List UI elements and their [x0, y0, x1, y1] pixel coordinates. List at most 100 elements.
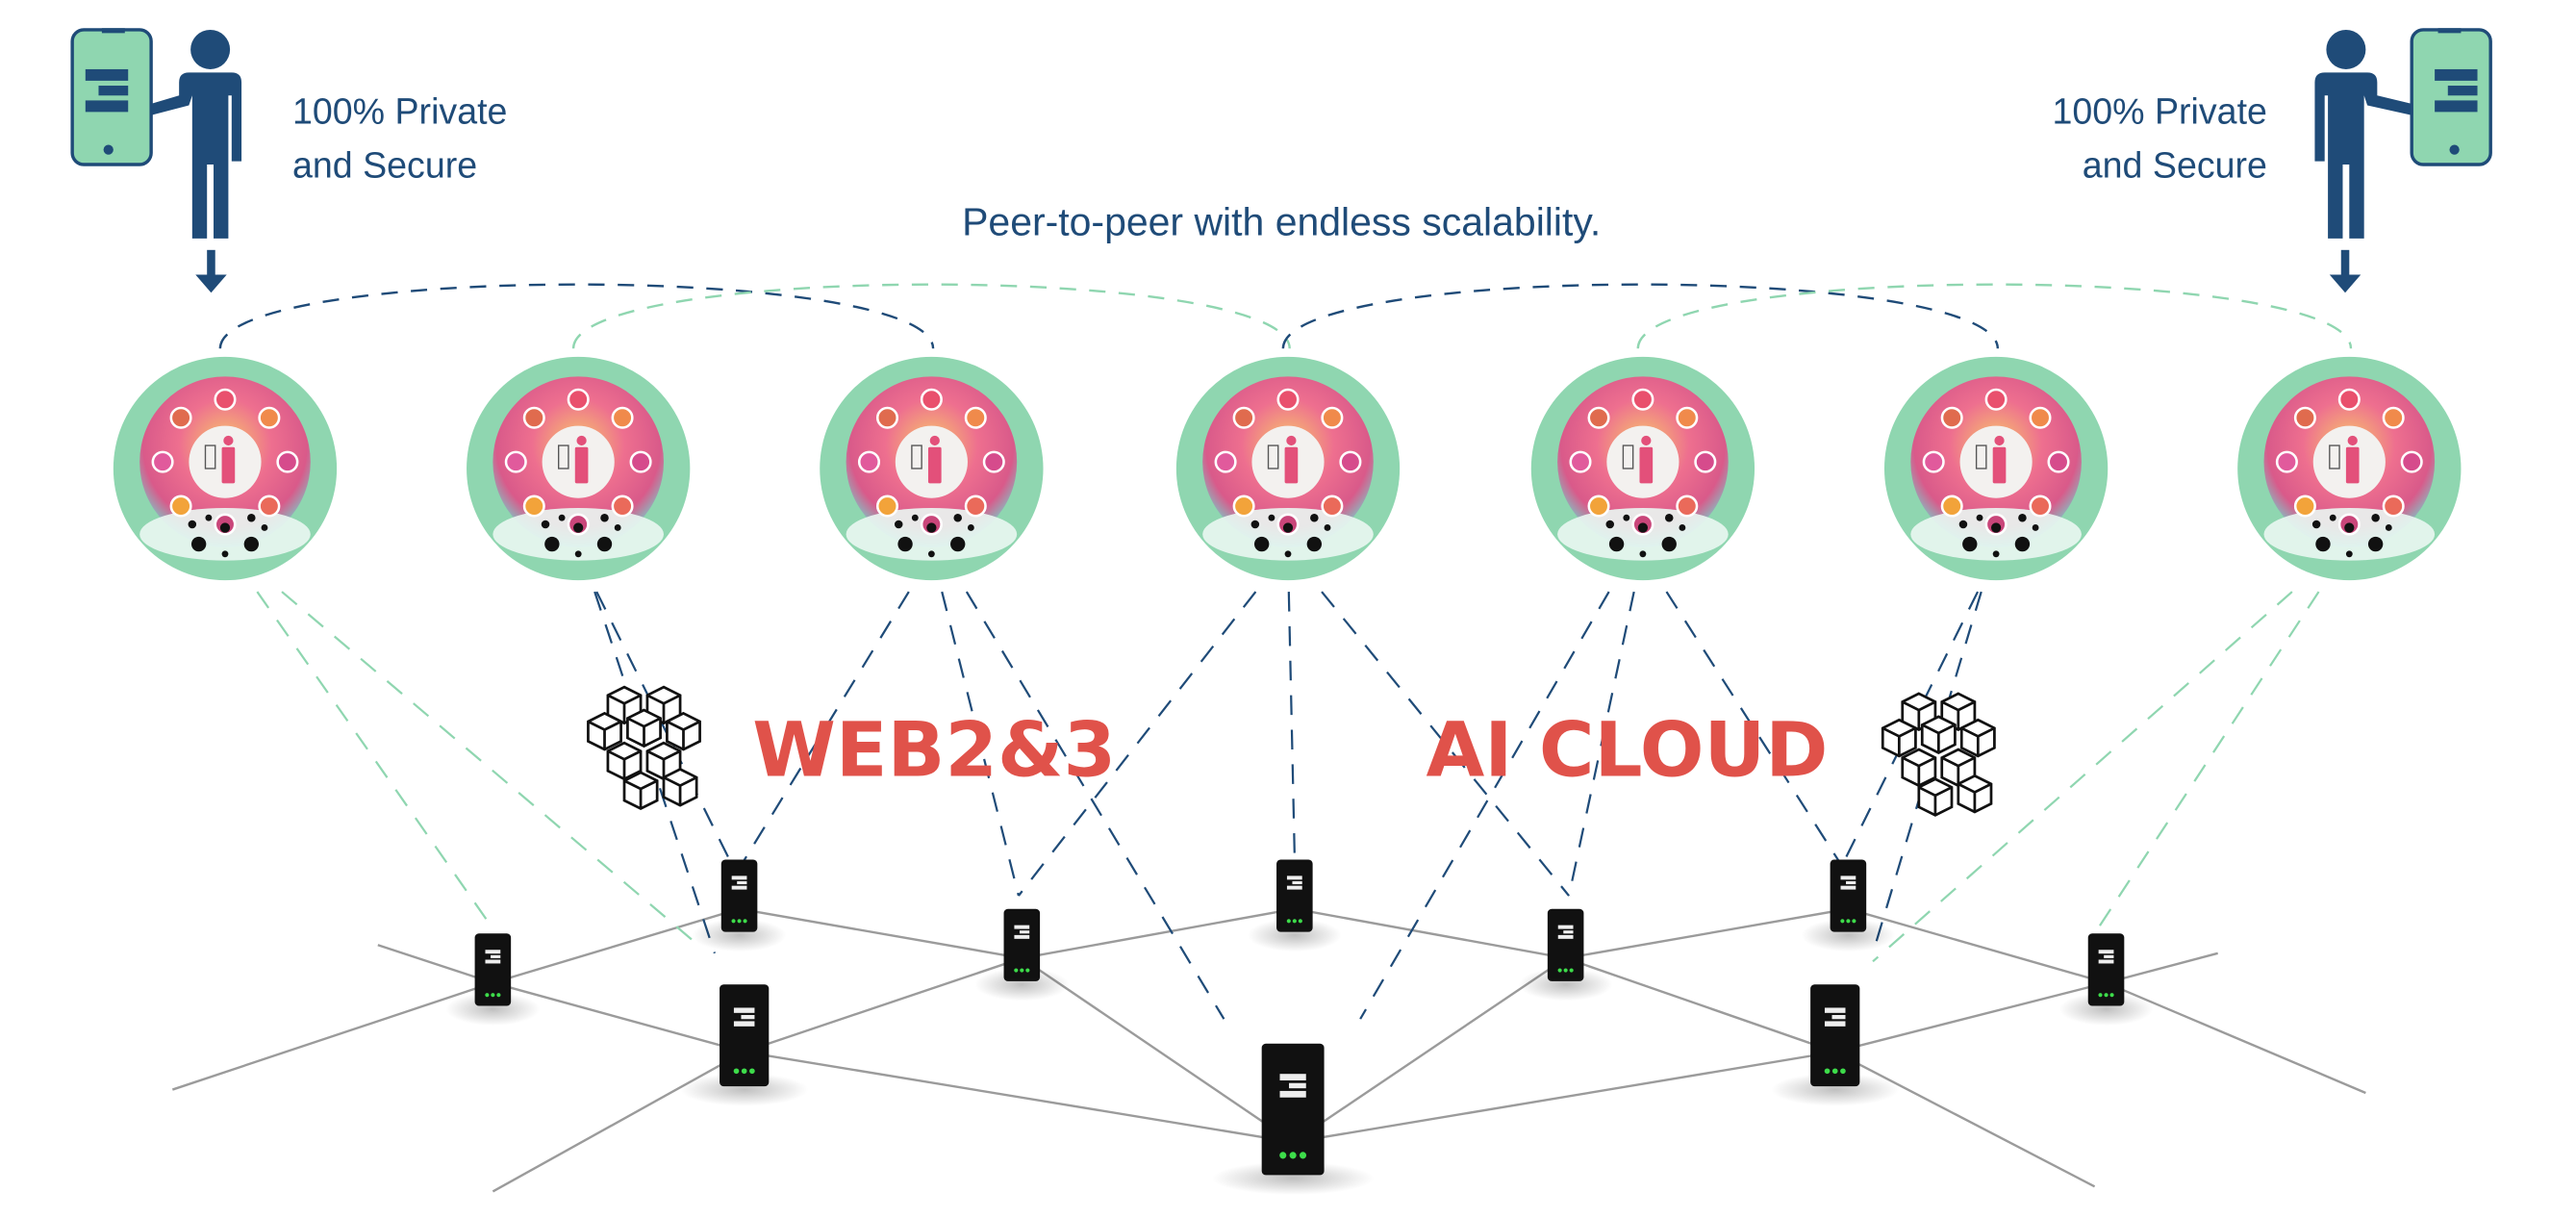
- cubes-icon-left: [587, 685, 701, 810]
- network-dot: [897, 536, 913, 552]
- app-icon: [629, 450, 652, 473]
- network-dot: [1310, 513, 1319, 522]
- server-shadow: [445, 992, 541, 1026]
- dashed-link: [1287, 592, 1296, 855]
- mesh-link: [1834, 981, 2107, 1053]
- network-dot: [1637, 522, 1649, 533]
- app-icon: [276, 450, 299, 473]
- app-icon: [1339, 450, 1362, 473]
- dashed-link: [1321, 591, 1570, 897]
- server-logo: [2104, 954, 2114, 958]
- person-body: [2345, 446, 2360, 484]
- network-dot: [1268, 514, 1275, 521]
- status-led: [731, 919, 736, 924]
- server-shadow: [692, 918, 787, 952]
- app-icon: [567, 388, 590, 411]
- dashed-link: [2093, 591, 2320, 934]
- right-user-icon: [2314, 28, 2492, 293]
- person-head: [223, 435, 234, 446]
- network-dot: [967, 524, 974, 531]
- server-body: [1003, 908, 1041, 981]
- app-icon: [1922, 450, 1945, 473]
- network-dot: [221, 550, 229, 558]
- cubes-icon-right: [1881, 692, 1996, 817]
- server-logo: [485, 959, 501, 964]
- network-dot: [2315, 536, 2331, 552]
- phone-glyph: [1267, 444, 1279, 469]
- network-dot: [2014, 536, 2031, 552]
- app-icon: [1569, 450, 1592, 473]
- server-body: [1830, 859, 1867, 932]
- network-dot: [1282, 522, 1294, 533]
- app-icon: [1587, 495, 1610, 518]
- network-dot: [927, 550, 935, 558]
- server-logo: [1846, 880, 1856, 885]
- network-dot: [950, 536, 966, 552]
- server-logo: [485, 950, 501, 954]
- app-icon: [964, 495, 987, 518]
- phone-glyph: [204, 444, 216, 469]
- server-box-icon: [1211, 1043, 1375, 1195]
- status-led: [749, 1068, 755, 1075]
- status-led: [1840, 919, 1845, 924]
- server-logo: [733, 1007, 755, 1013]
- server-shadow: [1771, 1073, 1900, 1106]
- network-dot: [219, 522, 231, 533]
- person-head: [576, 435, 587, 446]
- status-led: [2109, 993, 2114, 998]
- network-dot: [2032, 524, 2039, 531]
- app-icon: [2337, 388, 2361, 411]
- network-dot: [1962, 536, 1978, 552]
- server-shadow: [2058, 992, 2154, 1026]
- network-dot: [2385, 524, 2392, 531]
- status-led: [1286, 919, 1291, 924]
- app-icon: [2382, 406, 2405, 429]
- server-logo: [491, 954, 501, 958]
- app-icon: [2382, 495, 2405, 518]
- mesh-link: [377, 944, 493, 984]
- app-icon: [1984, 388, 2008, 411]
- status-led: [1824, 1068, 1831, 1075]
- server-logo: [1840, 875, 1856, 880]
- network-dot: [541, 520, 550, 529]
- network-dot: [1679, 524, 1686, 531]
- app-icon: [1321, 495, 1344, 518]
- app-icon: [2293, 495, 2316, 518]
- server-logo: [1831, 1014, 1846, 1020]
- status-led: [2104, 993, 2109, 998]
- server-logo: [731, 885, 747, 890]
- app-icon: [1321, 406, 1344, 429]
- server-body: [1810, 984, 1860, 1087]
- server-box-icon: [445, 933, 541, 1026]
- status-led: [1299, 1152, 1307, 1159]
- left-privacy-line2: and Secure: [292, 145, 477, 186]
- mesh-link: [2106, 952, 2218, 984]
- network-dot: [1605, 520, 1615, 529]
- server-body: [2087, 933, 2125, 1006]
- app-icon: [2400, 450, 2423, 473]
- app-icon: [982, 450, 1005, 473]
- status-led: [1569, 968, 1574, 973]
- person-head: [1286, 435, 1297, 446]
- server-logo: [1840, 885, 1856, 890]
- mesh-link: [492, 981, 745, 1053]
- status-led: [743, 919, 747, 924]
- network-dot: [1639, 550, 1647, 558]
- server-box-icon: [680, 984, 809, 1106]
- network-dot: [2329, 514, 2336, 521]
- server-logo: [1824, 1021, 1846, 1027]
- network-dot: [1253, 536, 1270, 552]
- server-body: [720, 984, 770, 1087]
- server-logo: [741, 1014, 755, 1020]
- network-dot: [188, 520, 197, 529]
- network-dot: [614, 524, 621, 531]
- phone-glyph: [911, 444, 922, 469]
- network-dot: [926, 522, 937, 533]
- server-shadow: [1801, 918, 1896, 952]
- network-dot: [1608, 536, 1625, 552]
- dashed-link: [1567, 591, 1635, 897]
- app-icon: [504, 450, 527, 473]
- dashed-link: [941, 591, 1020, 897]
- mesh-link: [1292, 1051, 1835, 1144]
